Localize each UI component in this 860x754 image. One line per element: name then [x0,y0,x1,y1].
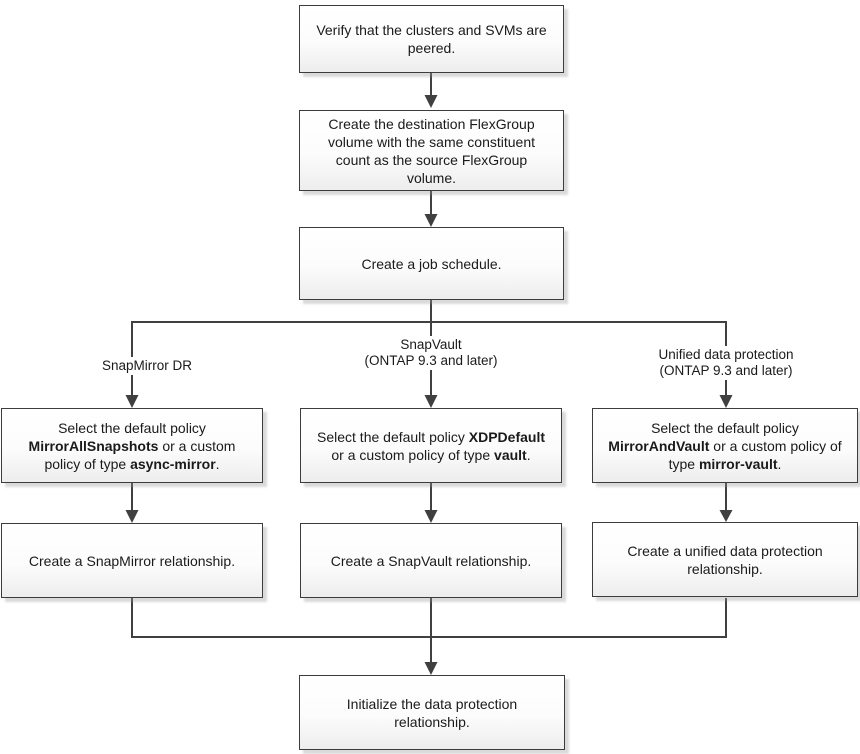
arrowhead [719,395,733,408]
arrowhead [424,95,438,108]
policy-text: Select the default policy XDPDefault or … [317,428,545,463]
arrowhead [125,510,139,523]
node-text: Create a job schedule. [361,255,502,272]
arrowhead [719,510,733,522]
branch-label-line: SnapVault [400,337,462,352]
node-text: Create a unified data protection relatio… [627,542,823,577]
node-create-snapvault-relationship: Create a SnapVault relationship. [300,523,562,598]
arrowhead [424,214,438,227]
node-text: Create a SnapMirror relationship. [28,552,236,569]
branch-label-line: (ONTAP 9.3 and later) [364,353,498,368]
node-policy-unified: Select the default policy MirrorAndVault… [592,408,858,483]
policy-text: Select the default policy MirrorAndVault… [608,419,842,472]
arrowhead [424,395,438,408]
node-text: Initialize the data protection relations… [346,695,518,730]
node-create-destination-flexgroup: Create the destination FlexGroup volume … [299,110,564,191]
branch-label-snapvault: SnapVault (ONTAP 9.3 and later) [361,336,501,370]
node-create-snapmirror-relationship: Create a SnapMirror relationship. [1,523,263,598]
arrowhead [125,395,139,408]
policy-text: Select the default policy MirrorAllSnaps… [28,419,236,472]
converge-bar [131,598,727,638]
node-policy-snapmirror: Select the default policy MirrorAllSnaps… [1,408,263,483]
node-policy-snapvault: Select the default policy XDPDefault or … [300,408,562,483]
node-text: Create a SnapVault relationship. [330,552,532,569]
branch-label-unified-data-protection: Unified data protection (ONTAP 9.3 and l… [655,346,797,380]
branch-label-line: SnapMirror DR [101,358,193,373]
node-create-unified-relationship: Create a unified data protection relatio… [592,522,858,597]
node-create-job-schedule: Create a job schedule. [299,227,564,300]
arrowhead [424,510,438,523]
node-verify-peering: Verify that the clusters and SVMs are pe… [299,5,564,73]
branch-label-snapmirror-dr: SnapMirror DR [98,357,196,375]
branch-label-line: Unified data protection [658,347,794,362]
node-text: Create the destination FlexGroup volume … [328,115,535,186]
arrowhead [424,662,438,675]
branch-label-line: (ONTAP 9.3 and later) [659,363,793,378]
node-initialize-relationship: Initialize the data protection relations… [299,675,565,750]
node-text: Verify that the clusters and SVMs are pe… [316,22,547,56]
